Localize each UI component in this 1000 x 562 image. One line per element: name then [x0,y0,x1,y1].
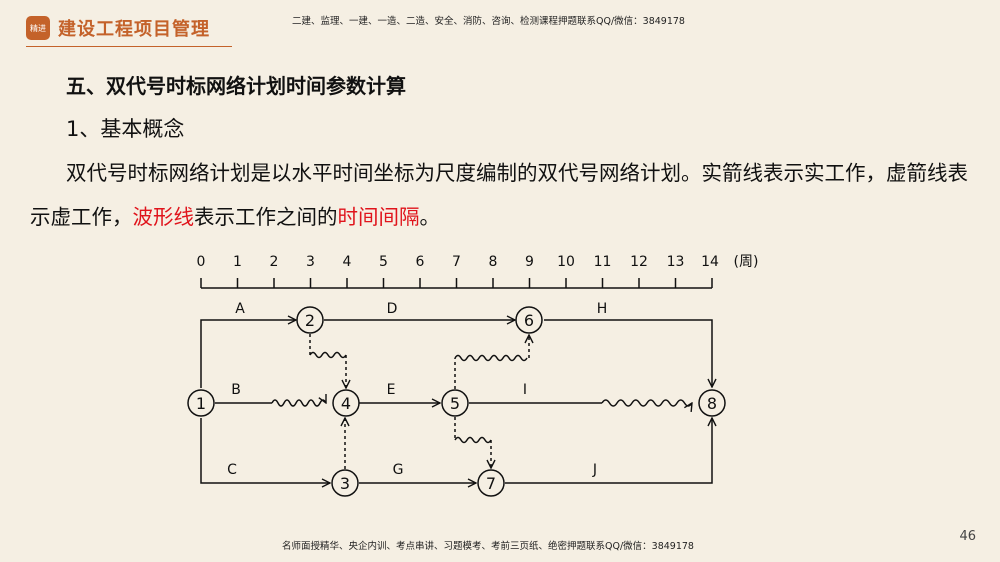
arrow-I-wave [601,399,692,406]
page-number: 46 [959,529,976,544]
time-tick-7: 7 [452,254,461,270]
arrow-B-wave [271,400,326,407]
arrow-C [200,418,330,483]
time-tick-14: 14 [701,254,719,270]
activity-E-label: E [387,382,396,398]
node-5-circle [441,389,469,417]
section-heading: 五、双代号时标网络计划时间参数计算 [66,74,406,98]
para-end: 。 [419,205,441,229]
footer-note: 名师面授精华、央企内训、考点串讲、习题模考、考前三页纸、绝密押题联系QQ/微信：… [282,541,694,552]
node-4-circle [332,389,360,417]
time-tick-5: 5 [379,254,388,270]
time-tick-1: 1 [233,254,242,270]
activity-I-label: I [523,382,527,398]
activity-H-label: H [597,301,608,317]
course-title: 建设工程项目管理 [58,19,210,40]
activity-G-label: G [393,462,404,478]
para-part1: 双代号时标网络计划是以水平时间坐标为尺度编制的双代号网络计划。实箭线表示实工作，… [30,161,968,229]
dummy-5-6-wave [454,354,528,362]
dummy-5-7-wave [454,436,492,444]
node-7-label: 7 [486,474,496,493]
time-tick-12: 12 [630,254,648,270]
time-tick-6: 6 [416,254,425,270]
node-8-label: 8 [707,394,717,413]
node-2-label: 2 [305,311,315,330]
activity-A-label: A [235,301,245,317]
time-tick-2: 2 [270,254,279,270]
activity-D-label: D [387,301,398,317]
concept-paragraph: 双代号时标网络计划是以水平时间坐标为尺度编制的双代号网络计划。实箭线表示实工作，… [30,151,970,239]
activity-B-label: B [231,382,241,398]
time-tick-0: 0 [197,254,206,270]
arrow-J [505,418,712,484]
brand: 精进 建设工程项目管理 [26,15,210,41]
para-red-time-interval: 时间间隔 [337,205,420,229]
node-7-circle [477,469,505,497]
time-tick-8: 8 [489,254,498,270]
time-tick-10: 10 [557,254,575,270]
para-red-wavy-line: 波形线 [132,205,195,229]
time-axis-ticks [200,278,713,288]
activity-J-label: J [592,462,597,478]
node-4-label: 4 [341,394,351,413]
node-2-circle [296,306,324,334]
header-note: 二建、监理、一建、一造、二造、安全、消防、咨询、检测课程押题联系QQ/微信：38… [292,16,685,27]
para-part2: 表示工作之间的 [194,205,338,229]
node-3-circle [331,469,359,497]
subheading: 1、基本概念 [66,117,185,141]
arrow-A [200,320,296,388]
brand-logo: 精进 [26,16,50,40]
node-5-label: 5 [450,394,460,413]
time-unit-label: (周) [734,254,759,270]
node-1-circle [187,389,215,417]
time-tick-9: 9 [525,254,534,270]
time-tick-13: 13 [667,254,685,270]
brand-underline [26,46,232,47]
dummy-2-4-wave [309,351,347,359]
time-tick-3: 3 [306,254,315,270]
arrow-H [544,319,712,387]
node-6-label: 6 [524,311,534,330]
node-1-label: 1 [196,394,206,413]
activity-C-label: C [227,462,237,478]
time-tick-4: 4 [343,254,352,270]
time-tick-11: 11 [594,254,612,270]
node-8-circle [698,389,726,417]
node-6-circle [515,306,543,334]
node-3-label: 3 [340,474,350,493]
